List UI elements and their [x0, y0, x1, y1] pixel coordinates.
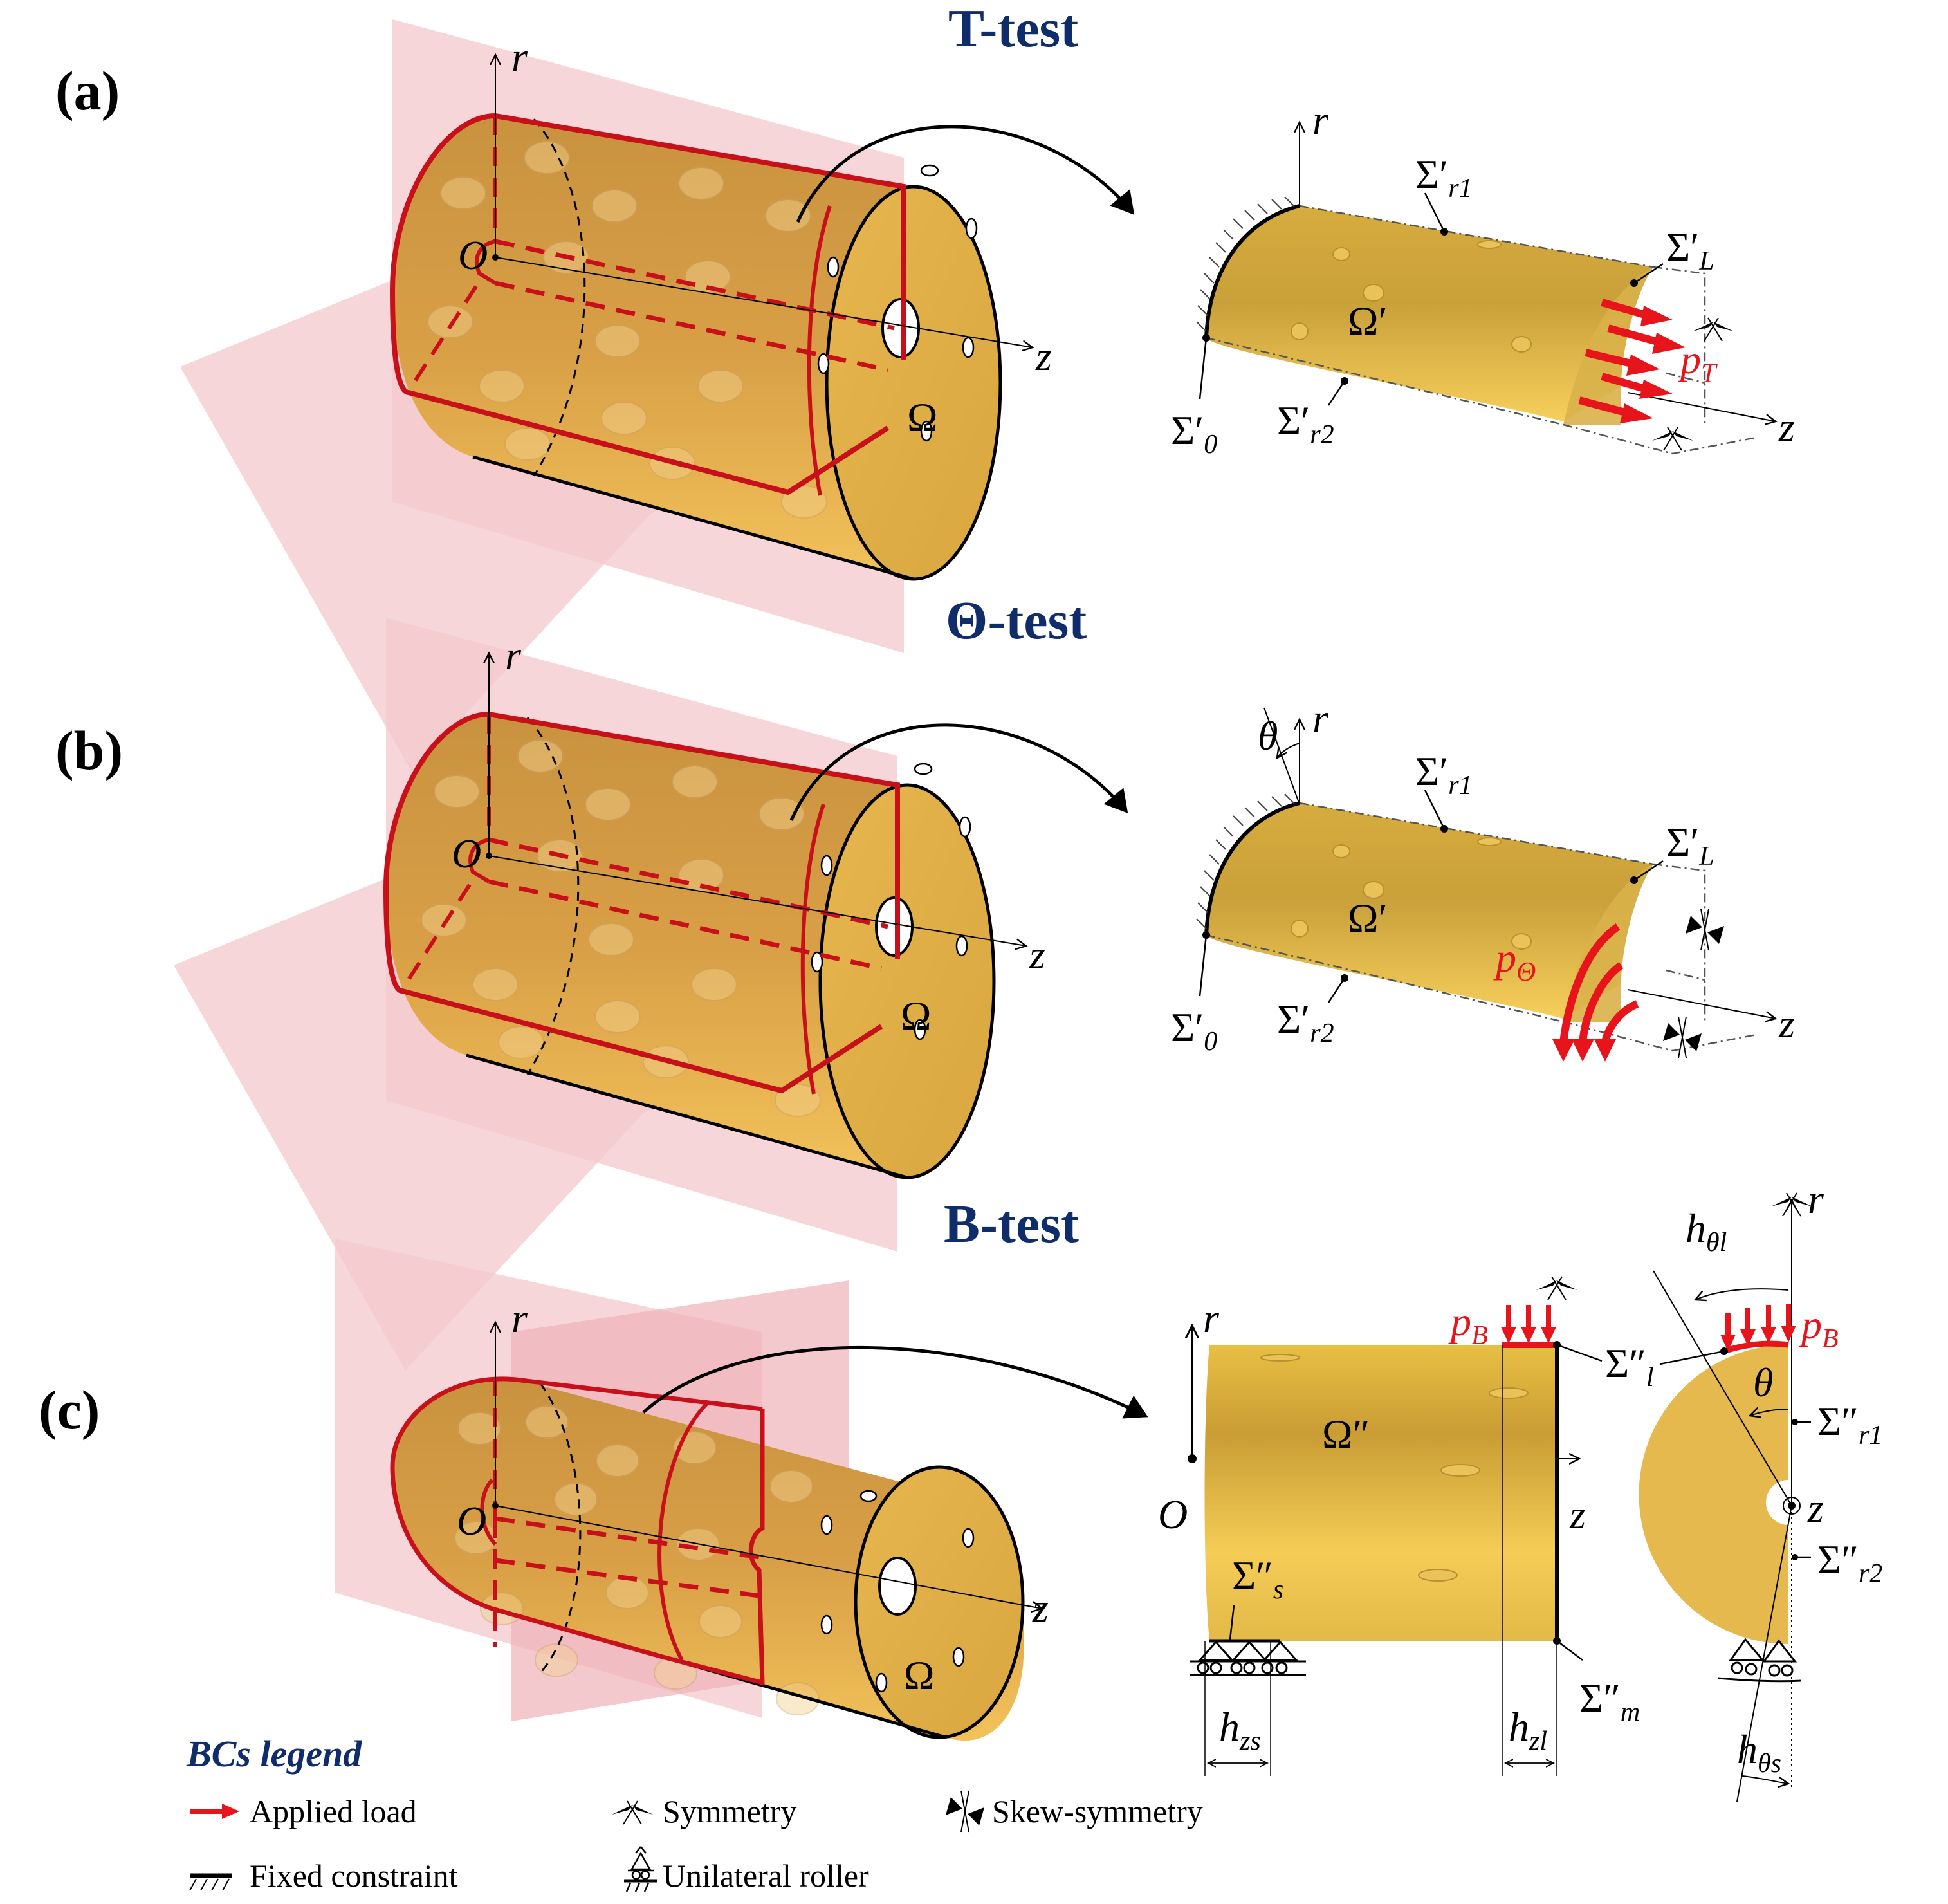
boundary-label-l-c: Σ″l	[1605, 1340, 1654, 1392]
legend-item-fixed-constraint: Fixed constraint	[189, 1858, 458, 1894]
domain-label-omega-b: Ω	[901, 993, 932, 1039]
theta-label-b: θ	[1258, 713, 1278, 759]
legend-label-symmetry: Symmetry	[663, 1793, 796, 1829]
symmetry-bc-icon-c1	[1536, 1276, 1578, 1300]
dimension-label-htl: hθl	[1686, 1205, 1727, 1257]
theta-label-c: θ	[1753, 1360, 1773, 1405]
axis-r-label-b: r	[505, 633, 522, 678]
legend-item-symmetry: Symmetry	[611, 1793, 796, 1829]
origin-label-c: O	[457, 1498, 486, 1544]
origin-label-a: O	[458, 232, 488, 278]
panel-a: (a) T-test r z O Ω r z Ω′ pT Σ′r1 Σ′L Σ′…	[55, 0, 1795, 772]
panel-b: (b) Θ-test r z O Ω θ r z Ω′ pΘ Σ′r1 Σ′L …	[55, 591, 1795, 1371]
axis-z-label-c2: z	[1569, 1492, 1586, 1537]
legend-label-applied-load: Applied load	[250, 1793, 417, 1829]
skew-symmetry-icon	[945, 1790, 985, 1833]
boundary-label-r2-c: Σ″r2	[1817, 1537, 1882, 1589]
symmetry-bc-icon-a2	[1651, 427, 1694, 451]
boundary-label-r2-b: Σ′r2	[1277, 996, 1334, 1048]
axis-z-label-b: z	[1029, 932, 1045, 977]
applied-load-arrow-icon	[190, 1804, 239, 1819]
origin-label-b: O	[452, 831, 481, 876]
panel-label-b: (b)	[55, 719, 123, 781]
boundary-label-0-b: Σ′0	[1171, 1004, 1217, 1057]
load-label-pT: pT	[1678, 337, 1718, 389]
panel-c: (c) B-test	[39, 1176, 1882, 1802]
legend-label-unilateral-roller: Unilateral roller	[663, 1858, 869, 1894]
legend-item-skew-symmetry: Skew-symmetry	[945, 1790, 1203, 1833]
axis-z-label-a: z	[1035, 333, 1052, 379]
axis-z-label-c: z	[1032, 1585, 1049, 1631]
load-label-pB-2: pB	[1799, 1302, 1839, 1354]
boundary-label-m-c: Σ″m	[1579, 1675, 1640, 1727]
boundary-label-r1-c: Σ″r1	[1817, 1398, 1882, 1450]
dimension-label-hzl: hzl	[1509, 1704, 1547, 1756]
theta-arc-b	[1277, 743, 1300, 758]
axis-z-label-c3: z	[1807, 1485, 1824, 1531]
axis-z-label-b2: z	[1778, 1001, 1795, 1046]
legend-item-applied-load: Applied load	[190, 1793, 417, 1829]
fixed-constraint-icon	[189, 1873, 232, 1891]
applied-load-arrowheads-b	[1552, 1039, 1616, 1062]
legend-label-skew-symmetry: Skew-symmetry	[992, 1793, 1203, 1829]
panel-label-c: (c)	[39, 1379, 100, 1441]
symmetry-icon	[611, 1800, 654, 1825]
panel-title-b-test: B-test	[944, 1194, 1079, 1254]
applied-load-arrows-b	[1559, 923, 1639, 1044]
boundary-label-r2-a: Σ′r2	[1277, 398, 1334, 450]
load-label-pB: pB	[1448, 1299, 1488, 1351]
boundary-label-s-c: Σ″s	[1232, 1553, 1283, 1605]
axis-r-label-c3: r	[1808, 1176, 1824, 1222]
panel-title-theta-test: Θ-test	[946, 591, 1087, 651]
dimension-label-hzs: hzs	[1219, 1704, 1261, 1756]
subdomain-label-b: Ω′	[1348, 895, 1388, 941]
half-disk-section-c	[1639, 1192, 1813, 1802]
axis-r-label-a: r	[511, 34, 528, 80]
cylinder-3d-b	[174, 618, 1126, 1371]
legend-title: BCs legend	[186, 1733, 362, 1775]
legend-item-unilateral-roller: Unilateral roller	[624, 1846, 869, 1894]
domain-label-omega-c: Ω	[904, 1652, 935, 1698]
subdomain-label-a: Ω′	[1348, 298, 1388, 344]
axis-r-label-c2: r	[1203, 1295, 1220, 1341]
axis-r-label-c: r	[511, 1295, 528, 1341]
rect-section-c	[1188, 1276, 1603, 1776]
applied-load-arrows-a	[1578, 299, 1686, 423]
axis-r-label-a2: r	[1312, 97, 1329, 143]
cylinder-3d-a	[180, 19, 1132, 772]
panel-title-t-test: T-test	[948, 0, 1078, 59]
boundary-label-L-b: Σ′L	[1666, 819, 1714, 871]
boundary-label-L-a: Σ′L	[1666, 224, 1714, 276]
skew-symmetry-bc-icon-b2	[1662, 1016, 1702, 1058]
boundary-label-r1-a: Σ′r1	[1415, 151, 1473, 203]
legend-label-fixed-constraint: Fixed constraint	[250, 1858, 458, 1894]
dimension-label-hts: hθs	[1737, 1726, 1781, 1779]
axis-z-label-a2: z	[1778, 404, 1795, 450]
unilateral-roller-supports-c	[1190, 1639, 1306, 1676]
unilateral-roller-icon	[624, 1846, 657, 1892]
cylinder-3d-c	[335, 1239, 1148, 1741]
boundary-label-r1-b: Σ′r1	[1415, 748, 1473, 800]
origin-label-c2: O	[1158, 1492, 1188, 1537]
panel-label-a: (a)	[55, 60, 120, 122]
subdomain-label-c: Ω″	[1322, 1411, 1370, 1457]
load-label-ptheta: pΘ	[1493, 935, 1536, 987]
boundary-label-0-a: Σ′0	[1171, 407, 1217, 459]
bcs-legend: BCs legend Applied load Symmetry Skew-sy…	[186, 1733, 1203, 1894]
domain-label-omega-a: Ω	[907, 394, 938, 440]
axis-r-label-b2: r	[1312, 696, 1329, 741]
